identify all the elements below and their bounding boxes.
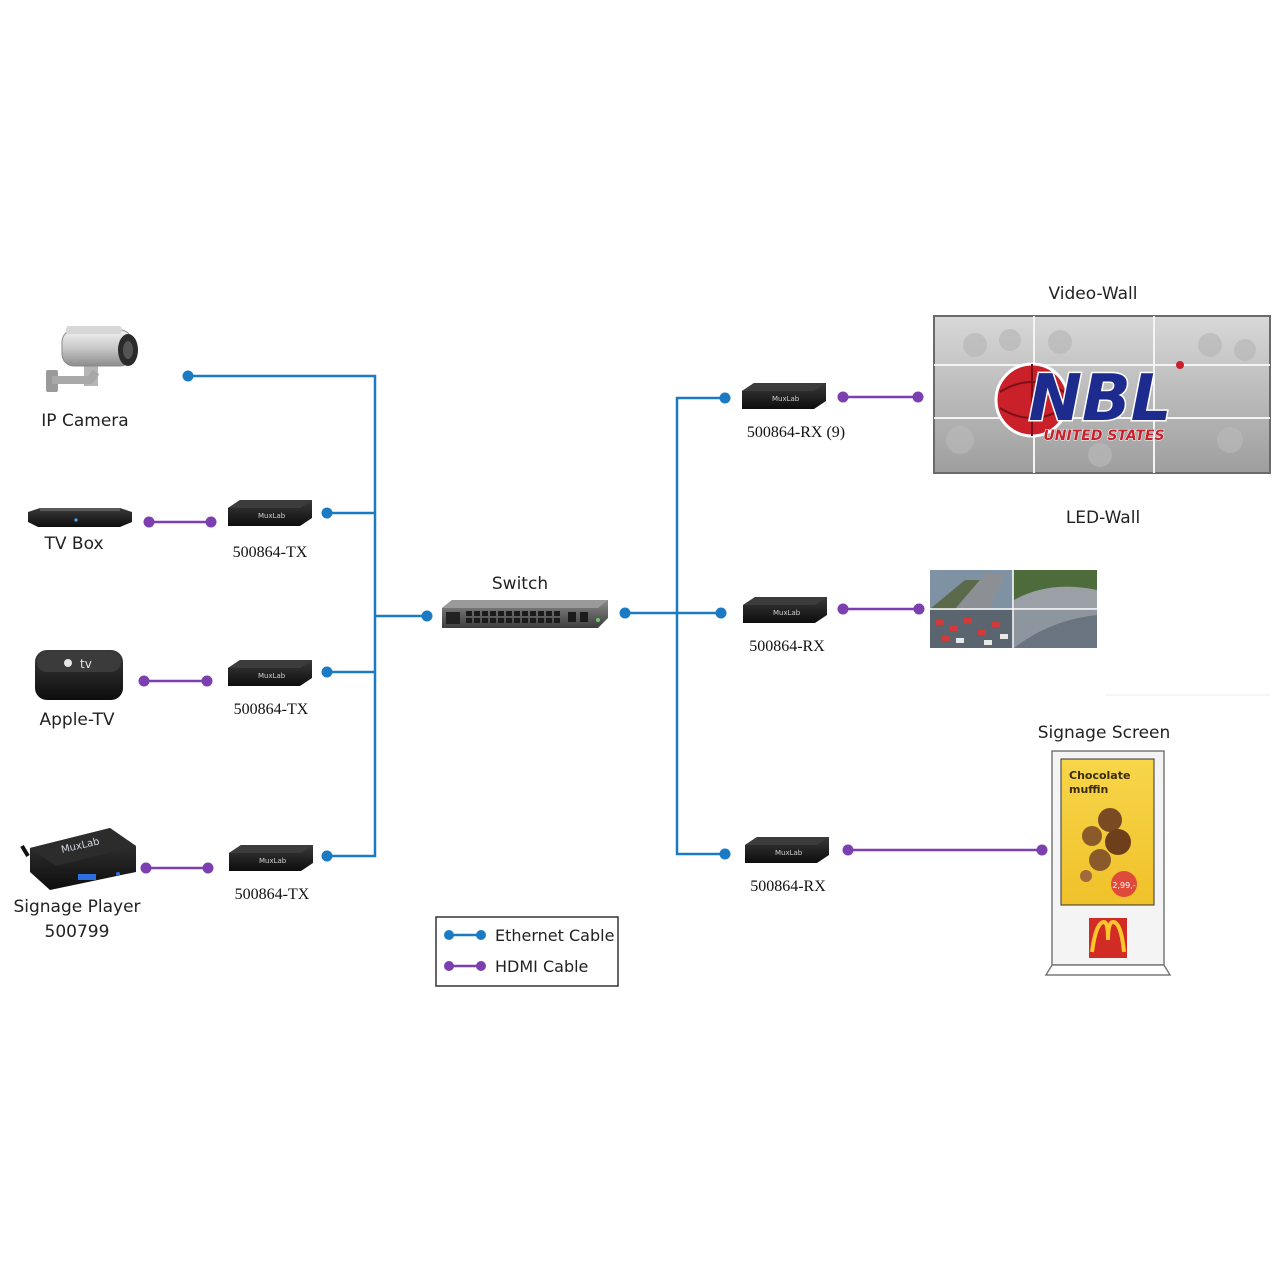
signage-player-label: Signage Player [13, 897, 140, 917]
hdmi-dot [842, 844, 854, 856]
nbl-logo-text: NBL [1028, 362, 1171, 436]
led-wall-screen [930, 570, 1097, 648]
switch-label: Switch [492, 574, 548, 594]
ethernet-dot [619, 607, 631, 619]
ethernet-dot [421, 610, 433, 622]
receiver-brand: MuxLab [775, 849, 803, 857]
signage-headline-1: Chocolate [1069, 769, 1130, 782]
ethernet-cables [188, 374, 725, 858]
receiver-icon: MuxLab [743, 597, 827, 623]
rx2-label: 500864-RX [749, 638, 825, 655]
hdmi-cables [144, 395, 1042, 870]
ethernet-dot [321, 850, 333, 862]
hdmi-dot [202, 862, 214, 874]
transmitter-brand: MuxLab [258, 512, 286, 520]
receiver-icon: MuxLab [742, 383, 826, 409]
transmitter-icon: MuxLab [228, 660, 312, 686]
video-wall-screen: NBL UNITED STATES [933, 315, 1271, 474]
ethernet-cable-right-bus [675, 396, 725, 856]
tx2-label: 500864-TX [234, 701, 309, 718]
hdmi-dot [913, 603, 925, 615]
hdmi-endpoints [138, 391, 1048, 874]
transmitter-icon: MuxLab [229, 845, 313, 871]
ethernet-dot [719, 848, 731, 860]
nbl-logo-subtext: UNITED STATES [1043, 428, 1164, 444]
price-badge [1111, 871, 1137, 897]
switch-icon [442, 600, 608, 628]
ip-camera-label: IP Camera [41, 411, 128, 431]
transmitter-brand: MuxLab [259, 857, 287, 865]
ethernet-dot [719, 392, 731, 404]
tx1-label: 500864-TX [233, 544, 308, 561]
muffin-icon [1080, 808, 1131, 882]
legend-ethernet-label: Ethernet Cable [495, 926, 614, 945]
signage-player-model: 500799 [45, 922, 110, 942]
tv-box-icon [28, 508, 132, 527]
signage-price: 2,99,- [1112, 881, 1135, 890]
legend-hdmi-swatch [444, 961, 486, 971]
signage-player-icon: MuxLab [20, 828, 136, 890]
hdmi-dot [205, 516, 217, 528]
legend-hdmi-label: HDMI Cable [495, 957, 588, 976]
tv-box-label: TV Box [43, 534, 103, 554]
apple-tv-logo: tv [80, 657, 92, 671]
led-wall-label: LED-Wall [1066, 508, 1140, 528]
ethernet-dot [182, 370, 194, 382]
video-wall-label: Video-Wall [1049, 284, 1138, 304]
legend-box [435, 916, 619, 987]
hdmi-dot [138, 675, 150, 687]
hdmi-dot [140, 862, 152, 874]
receiver-icon: MuxLab [745, 837, 829, 863]
signage-screen-label: Signage Screen [1038, 723, 1171, 743]
hdmi-dot [1036, 844, 1048, 856]
signage-headline-2: muffin [1069, 783, 1108, 796]
transmitter-brand: MuxLab [258, 672, 286, 680]
legend: Ethernet Cable HDMI Cable [435, 916, 619, 987]
ethernet-endpoints [182, 370, 731, 862]
mcdonalds-logo-icon [1089, 918, 1127, 958]
receiver-brand: MuxLab [772, 395, 800, 403]
transmitter-icon: MuxLab [228, 500, 312, 526]
hdmi-dot [837, 603, 849, 615]
signage-screen-kiosk: Chocolate muffin 2,99,- [1044, 750, 1172, 976]
apple-tv-label: Apple-TV [40, 710, 115, 730]
tx3-label: 500864-TX [235, 886, 310, 903]
receiver-brand: MuxLab [773, 609, 801, 617]
hdmi-dot [837, 391, 849, 403]
rx1-label: 500864-RX (9) [747, 424, 845, 441]
nbl-logo-icon: NBL UNITED STATES [994, 361, 1173, 445]
rx3-label: 500864-RX [750, 878, 826, 895]
hdmi-dot [143, 516, 155, 528]
ip-camera-icon [46, 326, 138, 392]
hdmi-dot [912, 391, 924, 403]
apple-tv-icon: tv [35, 650, 123, 700]
legend-ethernet-swatch [444, 930, 486, 940]
hdmi-dot [201, 675, 213, 687]
ethernet-dot [321, 507, 333, 519]
ethernet-dot [321, 666, 333, 678]
ethernet-cable-ip-camera [188, 374, 377, 858]
ethernet-dot [715, 607, 727, 619]
